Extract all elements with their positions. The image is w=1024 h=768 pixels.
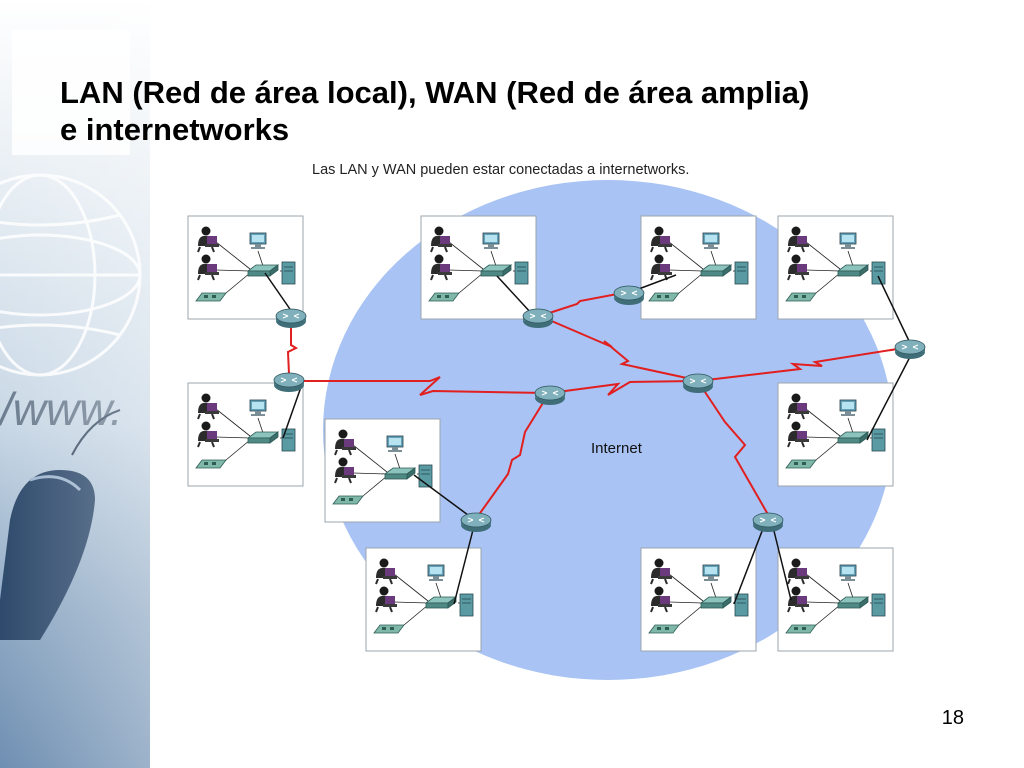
side-decoration-art: /www.	[0, 0, 150, 768]
router-3	[522, 308, 554, 329]
page-number: 18	[941, 707, 964, 729]
lan-box-3	[421, 216, 536, 319]
lan-box-6	[325, 419, 440, 522]
internet-label: Internet	[591, 440, 643, 457]
lan-box-10	[778, 548, 893, 651]
lan-links	[264, 272, 913, 605]
router-6	[534, 385, 566, 406]
router-2	[273, 372, 305, 393]
router-1	[275, 308, 307, 329]
router-8	[460, 512, 492, 533]
router-9	[752, 512, 784, 533]
slide-title-line-1: LAN (Red de área local), WAN (Red de áre…	[60, 75, 810, 110]
network-diagram: Las LAN y WAN pueden estar conectadas a …	[150, 162, 926, 680]
wan-links	[286, 291, 911, 519]
router-4	[613, 285, 645, 306]
slide-title: LAN (Red de área local), WAN (Red de áre…	[60, 74, 960, 148]
lan-box-7	[778, 383, 893, 486]
router-7	[682, 373, 714, 394]
lan-box-9	[641, 548, 756, 651]
slide-title-line-2: e internetworks	[60, 112, 290, 147]
lan-box-2	[188, 383, 303, 486]
lan-box-4	[641, 216, 756, 319]
diagram-caption: Las LAN y WAN pueden estar conectadas a …	[312, 162, 689, 178]
router-5	[894, 339, 926, 360]
lan-box-5	[778, 216, 893, 319]
